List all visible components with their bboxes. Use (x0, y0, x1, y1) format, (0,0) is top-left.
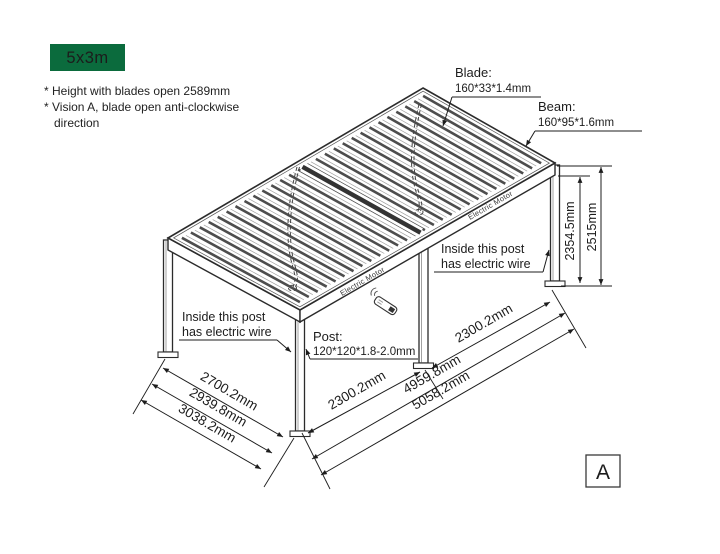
note-line-3: direction (54, 116, 99, 130)
wire-right-leader (542, 249, 550, 273)
size-badge-label: 5x3m (66, 49, 108, 67)
wire-left-line2: has electric wire (182, 325, 272, 339)
blade-callout: Blade: 160*33*1.4mm (442, 65, 541, 127)
wire-callout-left: Inside this post has electric wire (179, 310, 292, 353)
post-left (157, 239, 179, 359)
wire-left-leader (276, 339, 292, 353)
post-middle-right (412, 242, 435, 370)
beam-callout: Beam: 160*95*1.6mm (525, 99, 642, 147)
wire-callout-right: Inside this post has electric wire (434, 242, 550, 273)
roof-center-beam (301, 164, 422, 235)
remote-control-icon (370, 287, 398, 316)
size-badge-bg (50, 44, 125, 71)
notes: * Height with blades open 2589mm * Visio… (44, 84, 240, 130)
roof-beam-inner-edge (172, 90, 551, 308)
wire-right-line2: has electric wire (441, 257, 531, 271)
note-line-1: * Height with blades open 2589mm (44, 84, 230, 98)
side-dimensions: 2700.2mm 2939.8mm 3038.2mm (132, 358, 295, 488)
roof-top (166, 87, 557, 311)
post-callout-spec: 120*120*1.8-2.0mm (313, 346, 415, 358)
post-right (544, 164, 566, 288)
dim-height-inner: 2354.5mm (563, 201, 577, 260)
dim-line-front-outer (320, 328, 575, 476)
beam-callout-title: Beam: (538, 99, 576, 114)
size-badge: 5x3m (50, 44, 125, 71)
wire-right-line1: Inside this post (441, 242, 525, 256)
post-leader-line (305, 348, 311, 360)
beam-leader-line (525, 130, 536, 147)
post-callout: Post: 120*120*1.8-2.0mm (305, 329, 418, 360)
height-dimensions: 2354.5mm 2515mm (557, 165, 612, 287)
blade-leader-line (442, 96, 453, 127)
electric-wire-right-icon (411, 103, 424, 216)
dim-front-seg1: 2300.2mm (325, 368, 388, 413)
dim-height-total: 2515mm (585, 203, 599, 252)
post-front (289, 311, 311, 438)
electric-wires (287, 103, 424, 292)
dim-line-side-outer (140, 399, 262, 470)
post-callout-title: Post: (313, 329, 343, 344)
vision-label-box: A (585, 454, 621, 488)
vision-label: A (596, 461, 610, 484)
wire-left-line1: Inside this post (182, 310, 266, 324)
blade-callout-spec: 160*33*1.4mm (455, 83, 531, 95)
posts (157, 164, 566, 438)
front-dimensions: 2300.2mm 2300.2mm 4959.8mm 5058.2mm (301, 289, 587, 490)
note-line-2: * Vision A, blade open anti-clockwise (44, 100, 240, 114)
blade-callout-title: Blade: (455, 65, 492, 80)
beam-callout-spec: 160*95*1.6mm (538, 117, 614, 129)
electric-wire-left-icon (287, 166, 300, 292)
